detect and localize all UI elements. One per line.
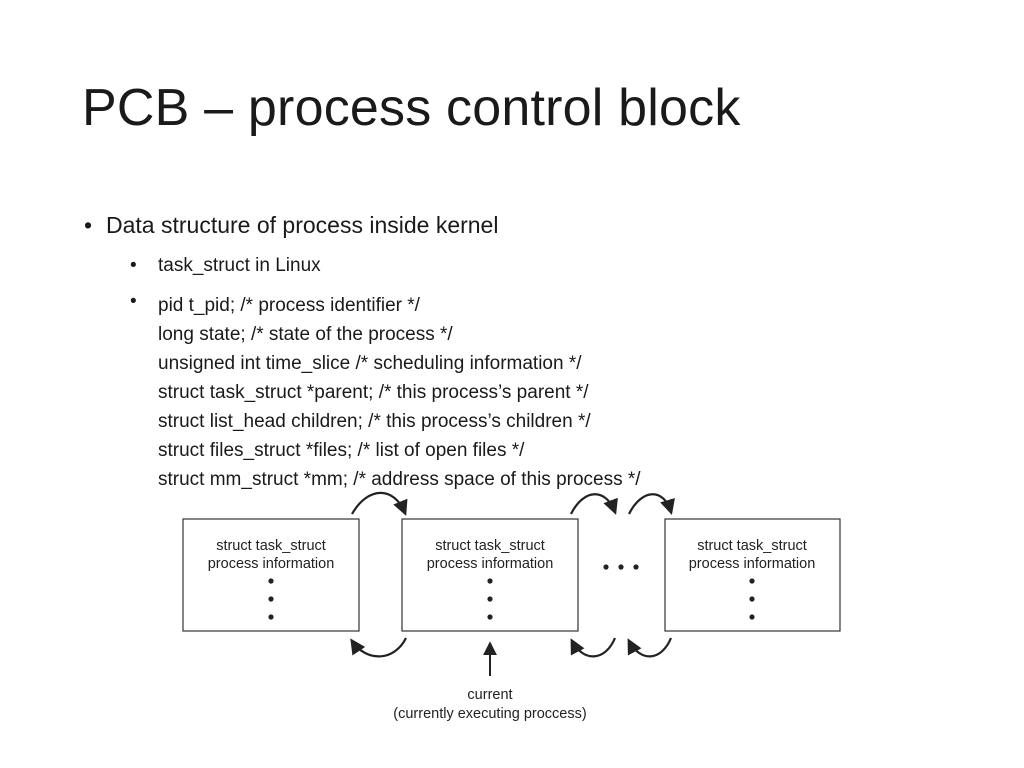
dot [268,596,274,602]
task-struct-box: struct task_struct process information [664,518,841,632]
prev-pointer-arrow [350,637,407,658]
dot [487,578,493,584]
box-line1: struct task_struct [697,538,807,554]
dot [618,564,624,570]
bullet-text: Data structure of process inside kernel [106,212,499,238]
dot [268,614,274,620]
code-line: struct files_struct *files; /* list of o… [158,440,525,461]
box-frame [401,518,579,632]
dot [487,596,493,602]
ellipsis [603,564,639,570]
prev-pointer-arrow [570,637,617,658]
code-line: struct task_struct *parent; /* this proc… [158,382,589,403]
code-line: pid t_pid; /* process identifier */ [158,295,420,316]
task-struct-box: struct task_struct process information [401,518,579,632]
sub-bullet-text: task_struct in Linux [158,255,321,276]
box-frame [664,518,841,632]
dot [749,578,755,584]
sub-bullet-item: • [130,291,158,313]
box-line1: struct task_struct [435,538,545,554]
bullet-glyph: • [130,255,137,276]
dot [749,596,755,602]
dot [268,578,274,584]
box-line2: process information [427,556,554,572]
bullet-glyph: • [84,212,93,238]
box-line2: process information [208,556,335,572]
sub-bullet-item: • task_struct in Linux [130,255,321,277]
current-sublabel: (currently executing proccess) [393,706,586,722]
dot [487,614,493,620]
dot [633,564,639,570]
bullet-item: • Data structure of process inside kernel [84,212,498,239]
code-line: unsigned int time_slice /* scheduling in… [158,353,582,374]
box-frame [182,518,360,632]
task-struct-box: struct task_struct process information [182,518,360,632]
code-listing: pid t_pid; /* process identifier */ long… [158,291,641,494]
code-line: long state; /* state of the process */ [158,324,453,345]
dot [749,614,755,620]
next-pointer-arrow [628,493,675,515]
next-pointer-arrow [351,491,408,516]
bullet-glyph: • [130,291,137,312]
box-line2: process information [689,556,816,572]
box-line1: struct task_struct [216,538,326,554]
slide-title: PCB – process control block [82,79,741,137]
code-line: struct list_head children; /* this proce… [158,411,591,432]
current-label: current [467,687,512,703]
next-pointer-arrow [570,493,618,515]
prev-pointer-arrow [627,637,673,658]
dot [603,564,609,570]
code-line: struct mm_struct *mm; /* address space o… [158,469,641,490]
